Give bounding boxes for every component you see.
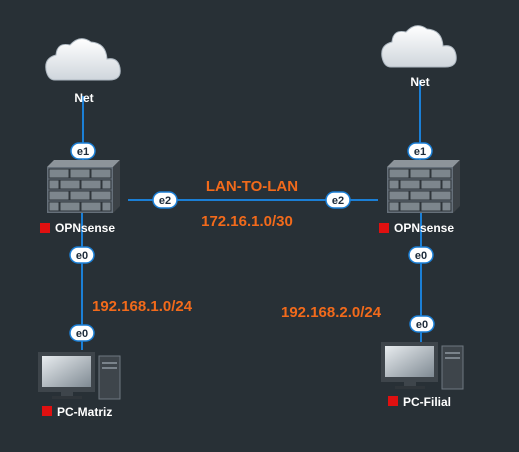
node-label: PC-Filial — [403, 395, 451, 409]
cloud-right[interactable]: Net — [381, 25, 457, 89]
pc-right[interactable]: PC-Filial — [381, 342, 464, 409]
right-subnet-label: 192.168.2.0/24 — [281, 304, 382, 321]
cloud-icon — [45, 38, 121, 81]
svg-text:e1: e1 — [77, 146, 89, 158]
iface-badge-fw-right-e2[interactable]: e2 — [325, 191, 351, 209]
firewall-right[interactable]: OPNsense — [379, 160, 460, 235]
node-label: Net — [74, 91, 93, 105]
node-label: PC-Matriz — [57, 405, 112, 419]
iface-badge-pc-right-e0[interactable]: e0 — [409, 315, 435, 333]
iface-badge-fw-right-e1[interactable]: e1 — [407, 142, 433, 160]
svg-text:e0: e0 — [415, 250, 427, 262]
firewall-left[interactable]: OPNsense — [40, 160, 120, 235]
svg-text:e0: e0 — [416, 319, 428, 331]
status-indicator — [388, 396, 398, 406]
iface-badge-fw-left-e2[interactable]: e2 — [152, 191, 178, 209]
iface-badge-fw-left-e1[interactable]: e1 — [70, 142, 96, 160]
node-label: OPNsense — [394, 221, 454, 235]
iface-badge-fw-left-e0[interactable]: e0 — [69, 246, 95, 264]
cloud-left[interactable]: Net — [45, 38, 121, 105]
transit-subnet-label: 172.16.1.0/30 — [201, 213, 293, 230]
lan-to-lan-label: LAN-TO-LAN — [206, 178, 298, 195]
computer-icon — [38, 352, 121, 400]
svg-text:e1: e1 — [414, 146, 426, 158]
computer-icon — [381, 342, 464, 390]
firewall-icon — [387, 160, 460, 213]
svg-text:e2: e2 — [332, 195, 344, 207]
iface-badge-fw-right-e0[interactable]: e0 — [408, 246, 434, 264]
status-indicator — [379, 223, 389, 233]
annotations: LAN-TO-LAN 172.16.1.0/30 192.168.1.0/24 … — [92, 178, 382, 321]
iface-badge-pc-left-e0[interactable]: e0 — [69, 324, 95, 342]
pc-left[interactable]: PC-Matriz — [38, 352, 121, 419]
status-indicator — [42, 406, 52, 416]
interface-badges: e1 e2 e0 e0 e1 e2 e0 e0 — [69, 142, 435, 342]
svg-text:e0: e0 — [76, 250, 88, 262]
left-subnet-label: 192.168.1.0/24 — [92, 298, 193, 315]
svg-text:e2: e2 — [159, 195, 171, 207]
node-label: Net — [410, 75, 429, 89]
status-indicator — [40, 223, 50, 233]
svg-text:e0: e0 — [76, 328, 88, 340]
firewall-icon — [47, 160, 120, 213]
cloud-icon — [381, 25, 457, 68]
node-label: OPNsense — [55, 221, 115, 235]
